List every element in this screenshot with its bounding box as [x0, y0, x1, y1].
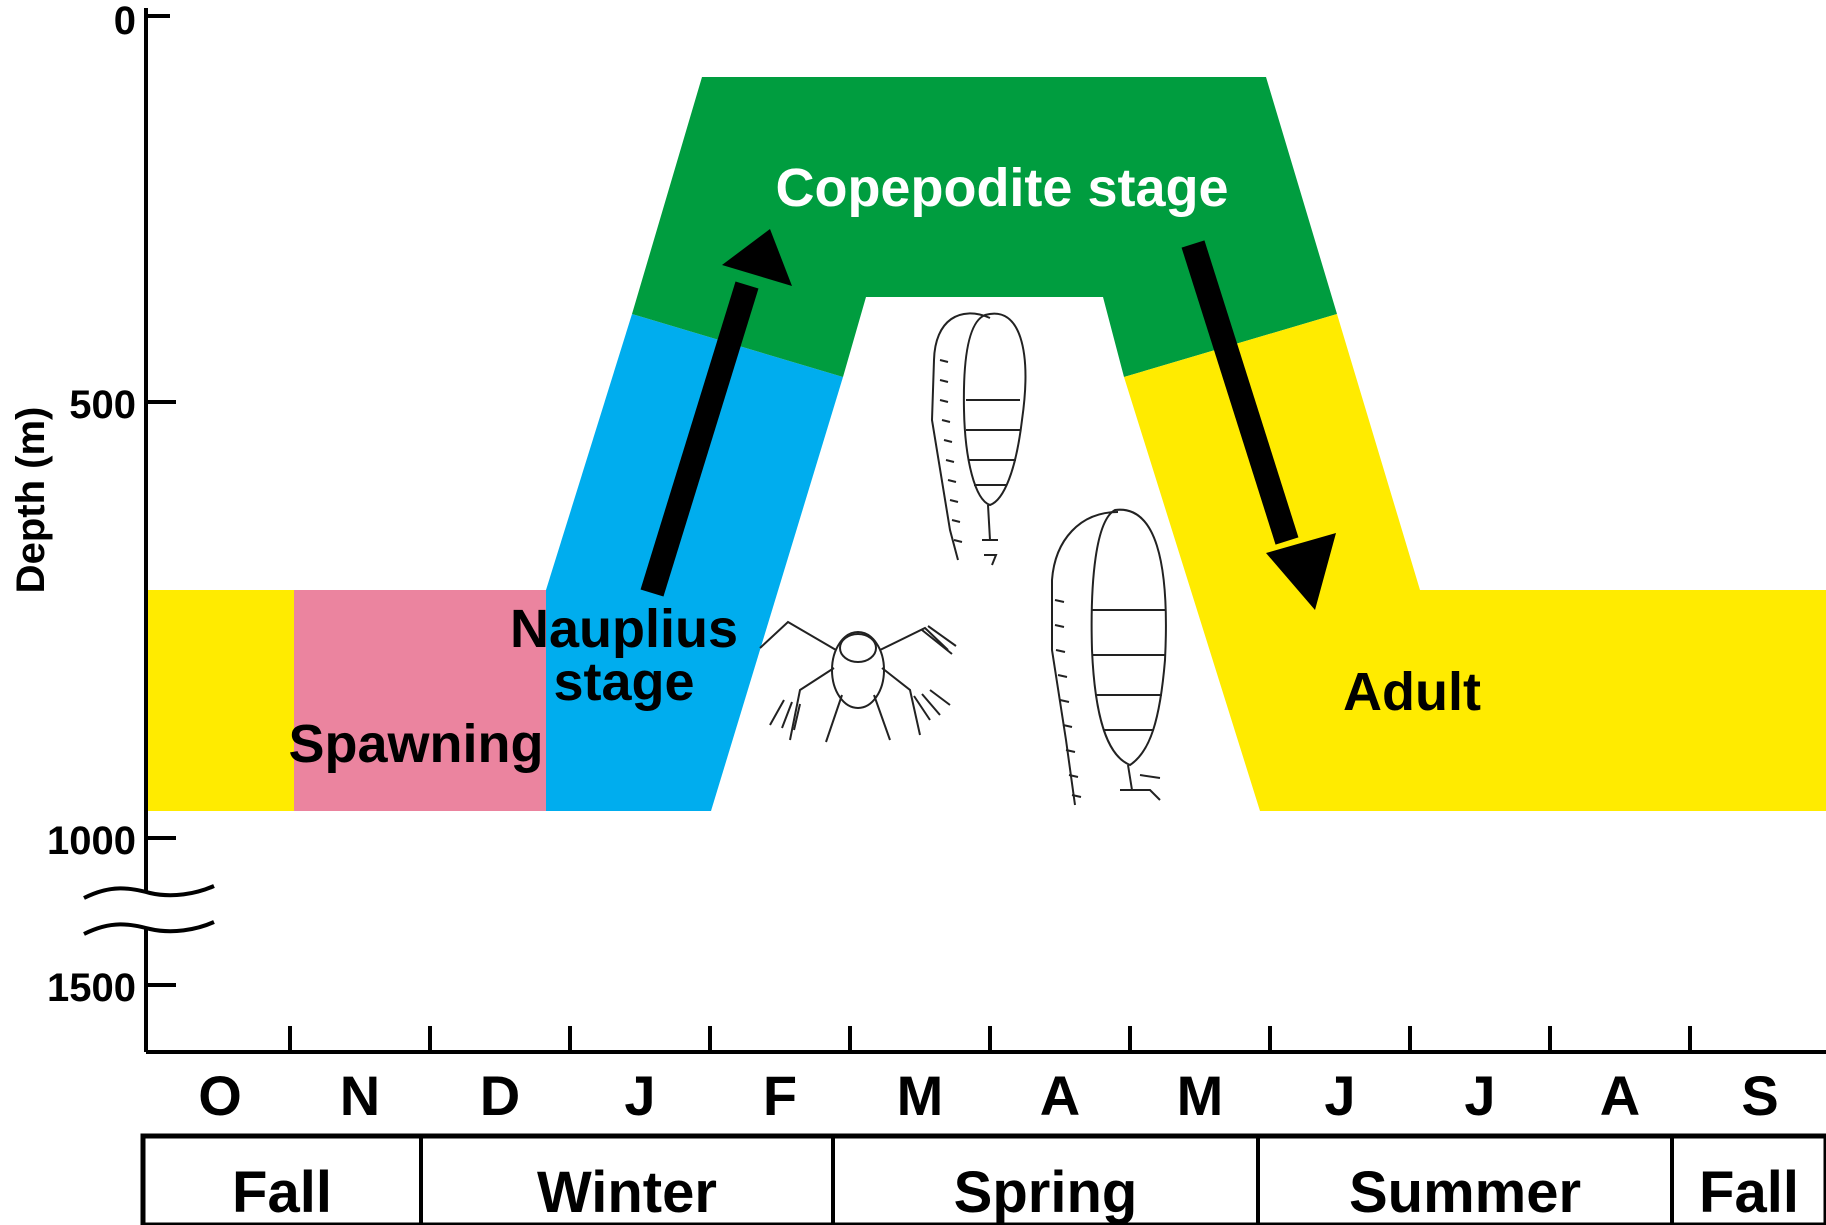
- month-label: J: [1324, 1064, 1355, 1127]
- copepodite-icon: [932, 313, 1025, 565]
- y-tick-label: 1500: [47, 966, 136, 1010]
- season-label: Fall: [232, 1160, 332, 1225]
- season-label: Spring: [954, 1160, 1138, 1225]
- month-label: A: [1040, 1064, 1080, 1127]
- spawning-label: Spawning: [289, 714, 544, 774]
- season-label: Winter: [537, 1160, 717, 1225]
- month-ticks: [290, 1026, 1690, 1052]
- nauplius-band: [546, 314, 843, 811]
- season-bar: Fall Winter Spring Summer Fall: [143, 1136, 1826, 1225]
- season-label: Summer: [1349, 1160, 1581, 1225]
- nauplius-stage-label-line1: Nauplius: [510, 599, 738, 659]
- adult-band-fall: [146, 590, 296, 811]
- month-label: M: [1177, 1064, 1224, 1127]
- y-tick-label: 0: [114, 0, 136, 43]
- spawning-band: [294, 590, 546, 811]
- month-label: F: [763, 1064, 797, 1127]
- month-label: J: [1464, 1064, 1495, 1127]
- y-tick-label: 1000: [47, 819, 136, 863]
- month-label: S: [1741, 1064, 1778, 1127]
- season-label: Fall: [1699, 1160, 1799, 1225]
- copepodite-stage-label: Copepodite stage: [775, 158, 1228, 218]
- month-label: M: [897, 1064, 944, 1127]
- month-label: J: [624, 1064, 655, 1127]
- month-label: O: [198, 1064, 242, 1127]
- month-label: N: [340, 1064, 380, 1127]
- y-tick-label: 500: [69, 383, 136, 427]
- month-label: A: [1600, 1064, 1640, 1127]
- adult-label: Adult: [1343, 662, 1481, 722]
- axis-break-icon: [84, 886, 214, 934]
- month-label: D: [480, 1064, 520, 1127]
- nauplius-larva-icon: [760, 622, 956, 742]
- adult-copepod-icon: [1052, 510, 1166, 805]
- y-tick-labels: 0 500 1000 1500: [47, 0, 136, 1010]
- nauplius-stage-label-line2: stage: [553, 652, 694, 712]
- y-axis-title: Depth (m): [9, 407, 53, 594]
